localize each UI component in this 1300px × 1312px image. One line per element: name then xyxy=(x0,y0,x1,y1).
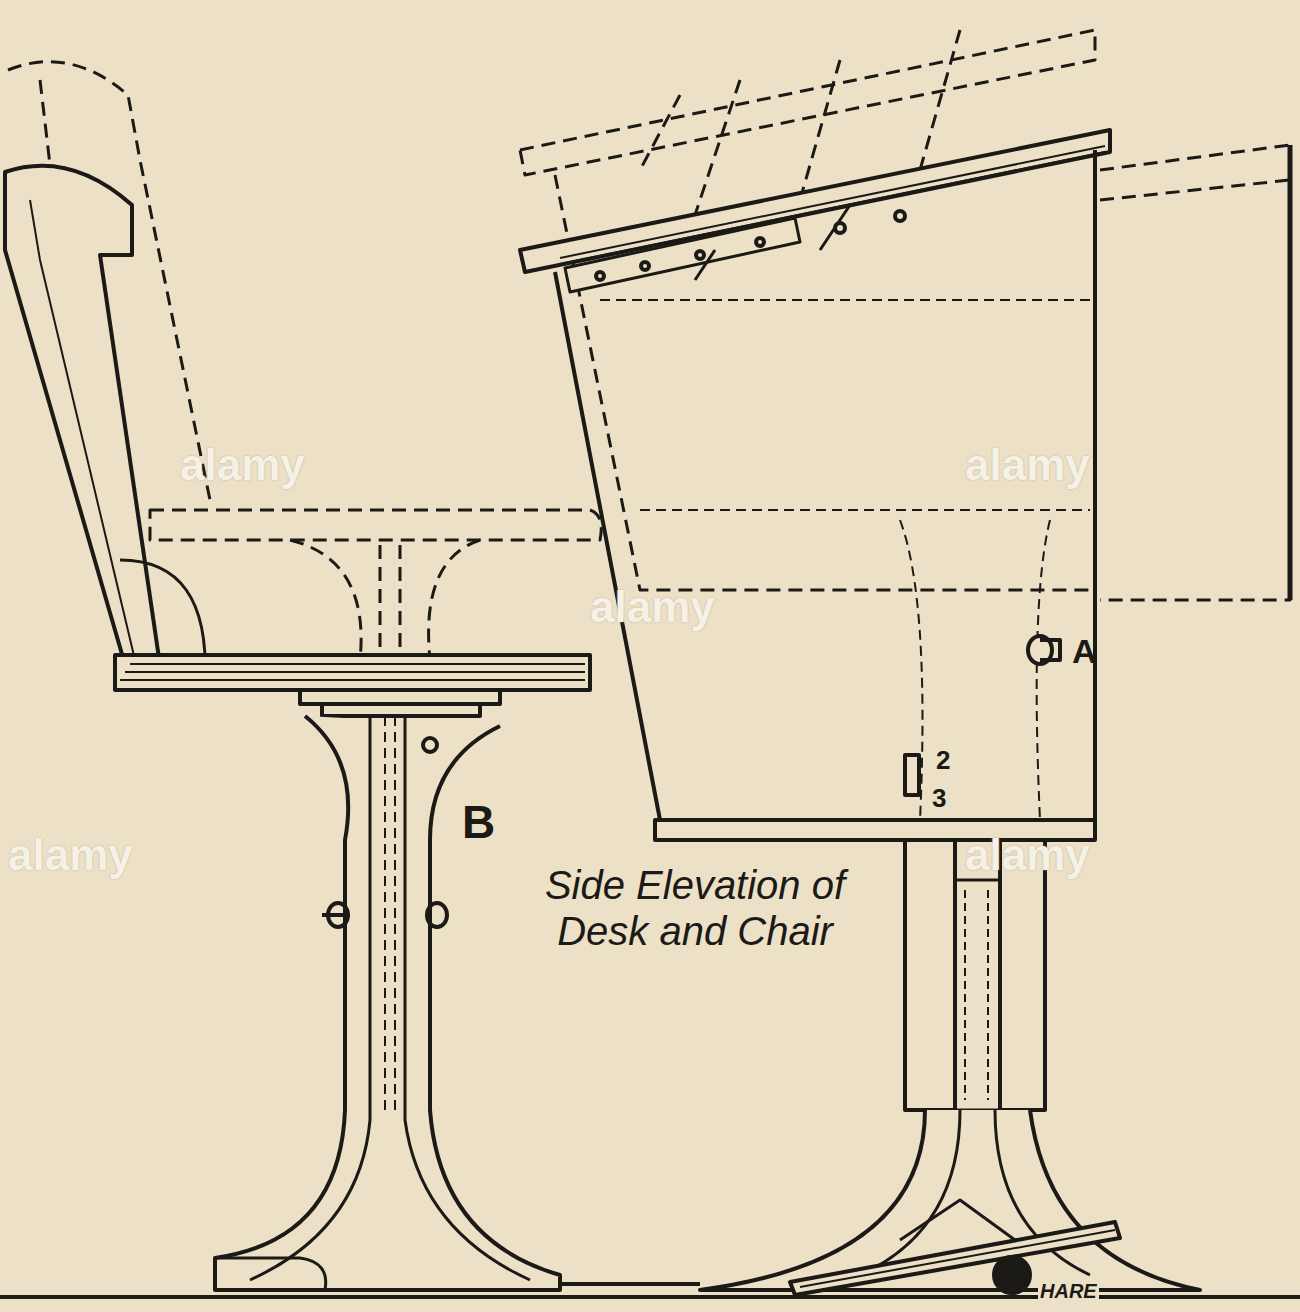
part-letter: A xyxy=(1072,632,1097,671)
watermark: alamy xyxy=(965,440,1090,490)
watermark: alamy xyxy=(965,830,1090,880)
artist-signature: HARE xyxy=(1038,1280,1099,1303)
scale-number: 2 xyxy=(934,745,952,776)
scale-number: 3 xyxy=(930,783,948,814)
part-letter: B xyxy=(462,795,495,849)
watermark: alamy xyxy=(8,830,133,880)
watermark: alamy xyxy=(590,582,715,632)
caption: Side Elevation of Desk and Chair xyxy=(530,862,860,954)
watermark: alamy xyxy=(180,440,305,490)
